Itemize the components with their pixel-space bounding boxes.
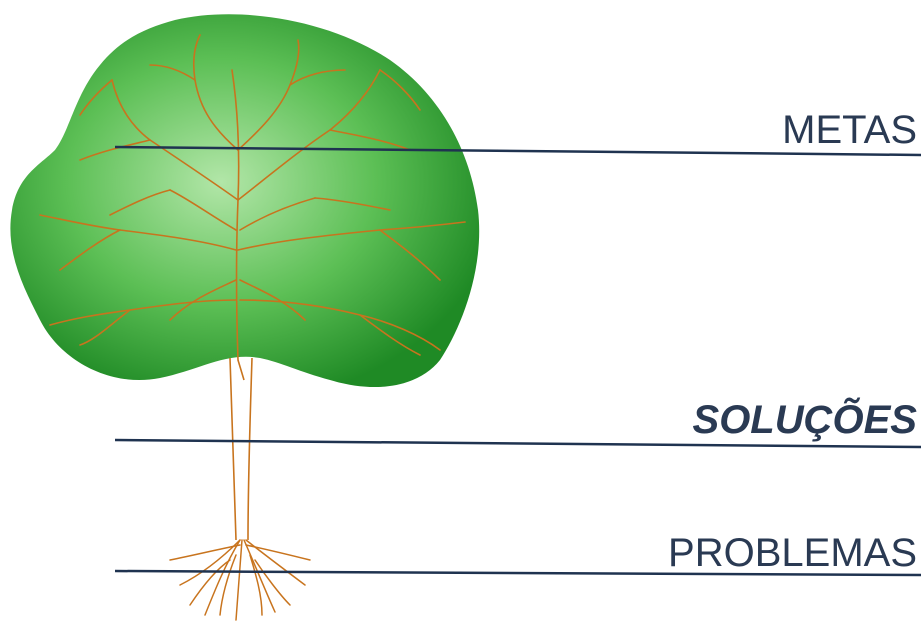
solucoes-label: SOLUÇÕES: [692, 398, 917, 442]
metas-line: [114, 145, 921, 157]
problemas-label: PROBLEMAS: [668, 531, 917, 575]
problemas-line: [114, 569, 921, 577]
tree-roots: [169, 539, 311, 621]
tree-crown: [10, 14, 480, 388]
tree-trunk: [229, 357, 253, 541]
solucoes-line: [114, 438, 921, 449]
metas-label: METAS: [782, 108, 917, 152]
tree-branches: [39, 34, 466, 361]
